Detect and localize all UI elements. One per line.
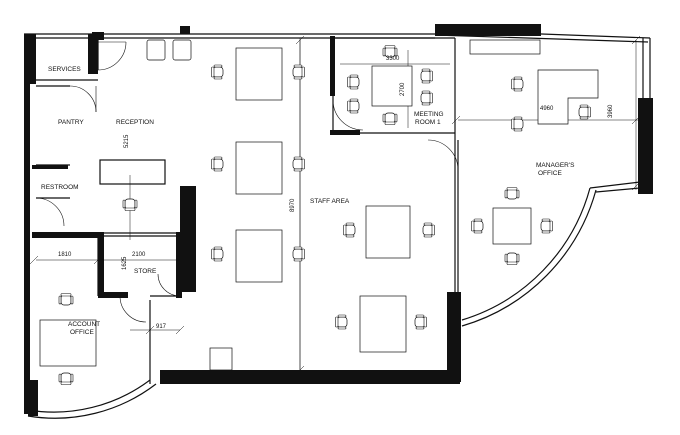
room-labels: SERVICES PANTRY RECEPTION RESTROOM STORE… — [41, 66, 575, 336]
desk — [359, 295, 407, 353]
label-managers-office-1: MANAGER'S — [536, 162, 575, 169]
label-reception: RECEPTION — [116, 119, 154, 126]
desk — [235, 47, 283, 101]
dim-917: 917 — [156, 324, 167, 330]
dimension-lines — [29, 35, 641, 375]
dim-3960: 3960 — [608, 104, 614, 118]
label-account-office-1: ACCOUNT — [68, 321, 100, 328]
label-account-office-2: OFFICE — [70, 329, 94, 336]
label-store: STORE — [134, 268, 157, 275]
label-services: SERVICES — [48, 66, 81, 73]
dim-5215: 5215 — [124, 134, 130, 148]
account-desk — [39, 319, 97, 367]
dim-1625: 1625 — [122, 256, 128, 270]
label-managers-office-2: OFFICE — [538, 170, 562, 177]
dim-2700: 2700 — [400, 82, 406, 96]
dim-3300: 3300 — [386, 56, 400, 62]
label-meeting-room-2: ROOM 1 — [415, 119, 441, 126]
manager-table — [492, 207, 532, 245]
dim-2100: 2100 — [132, 252, 146, 258]
desk — [235, 141, 283, 195]
label-restroom: RESTROOM — [41, 184, 79, 191]
manager-desk — [537, 69, 599, 125]
label-pantry: PANTRY — [58, 119, 84, 126]
dim-4960: 4960 — [540, 106, 554, 112]
dimension-labels: 1810 2100 1625 917 5215 8970 3300 2700 4… — [58, 56, 614, 330]
heavy-walls — [24, 24, 653, 416]
dim-1810: 1810 — [58, 252, 72, 258]
desk — [365, 205, 411, 259]
door-arcs — [35, 41, 459, 323]
desk — [235, 229, 283, 283]
dim-8970: 8970 — [290, 198, 296, 212]
meeting-table — [371, 65, 413, 107]
label-meeting-room-1: MEETING — [414, 111, 444, 118]
label-staff-area: STAFF AREA — [310, 198, 350, 205]
furniture — [39, 39, 599, 371]
